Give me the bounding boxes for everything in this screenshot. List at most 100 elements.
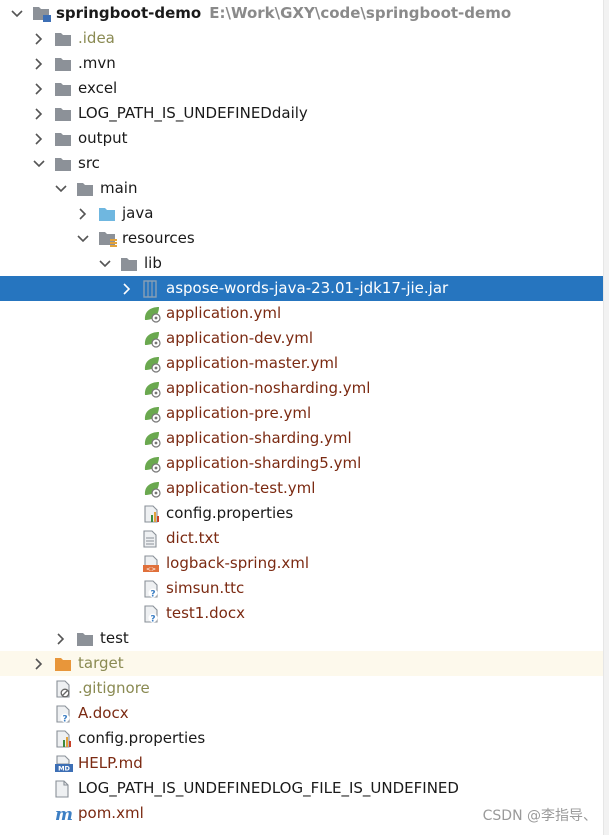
chevron-down-icon[interactable] — [76, 226, 90, 251]
chevron-right-icon[interactable] — [32, 51, 46, 76]
tree-item-label: application.yml — [166, 304, 282, 322]
tree-row-mvn[interactable]: .mvn — [0, 51, 603, 76]
tree-row-appshard5[interactable]: application-sharding5.yml — [0, 451, 603, 476]
tree-item-label: application-test.yml — [166, 479, 316, 497]
tree-row-logfile[interactable]: LOG_PATH_IS_UNDEFINEDLOG_FILE_IS_UNDEFIN… — [0, 776, 603, 801]
module-folder-icon — [32, 1, 52, 26]
tree-row-test1[interactable]: ?test1.docx — [0, 601, 603, 626]
chevron-right-icon[interactable] — [54, 626, 68, 651]
tree-item-label: config.properties — [166, 504, 294, 522]
spring-yml-icon — [142, 301, 162, 326]
tree-item-label: target — [78, 654, 124, 672]
chevron-down-icon[interactable] — [98, 251, 112, 276]
ignore-file-icon — [54, 676, 72, 701]
tree-row-appdev[interactable]: application-dev.yml — [0, 326, 603, 351]
spring-yml-icon — [142, 476, 162, 501]
unknown-file-icon: ? — [54, 701, 72, 726]
watermark: CSDN @李指导、 — [482, 808, 597, 824]
svg-text:?: ? — [150, 614, 155, 623]
tree-row-idea[interactable]: .idea — [0, 26, 603, 51]
tree-item-label: application-nosharding.yml — [166, 379, 371, 397]
tree-row-dict[interactable]: dict.txt — [0, 526, 603, 551]
tree-item-label: lib — [144, 254, 162, 272]
unknown-file-icon: ? — [142, 576, 160, 601]
tree-item-label: logback-spring.xml — [166, 554, 310, 572]
tree-item-label: src — [78, 154, 100, 172]
tree-row-gitignore[interactable]: .gitignore — [0, 676, 603, 701]
chevron-right-icon[interactable] — [76, 201, 90, 226]
tree-row-excel[interactable]: excel — [0, 76, 603, 101]
tree-item-label: .gitignore — [78, 679, 150, 697]
maven-icon: m — [54, 801, 76, 826]
chevron-right-icon[interactable] — [120, 276, 134, 301]
jar-icon — [142, 276, 158, 301]
tree-row-src[interactable]: src — [0, 151, 603, 176]
chevron-down-icon[interactable] — [10, 1, 24, 26]
tree-row-java[interactable]: java — [0, 201, 603, 226]
folder-icon — [54, 26, 72, 51]
tree-item-label: .mvn — [78, 54, 116, 72]
tree-row-app[interactable]: application.yml — [0, 301, 603, 326]
tree-row-apptest[interactable]: application-test.yml — [0, 476, 603, 501]
tree-row-lib[interactable]: lib — [0, 251, 603, 276]
tree-row-adocx[interactable]: ?A.docx — [0, 701, 603, 726]
chevron-down-icon[interactable] — [54, 176, 68, 201]
svg-text:?: ? — [62, 714, 67, 723]
spring-yml-icon — [142, 401, 162, 426]
tree-row-pom[interactable]: m pom.xml — [0, 801, 603, 826]
spring-yml-icon — [142, 326, 162, 351]
tree-item-label: output — [78, 129, 128, 147]
tree-row-simsun[interactable]: ? simsun.ttc — [0, 576, 603, 601]
chevron-right-icon[interactable] — [32, 76, 46, 101]
chevron-right-icon[interactable] — [32, 26, 46, 51]
tree-row-resources[interactable]: resources — [0, 226, 603, 251]
tree-item-label: HELP.md — [78, 754, 143, 772]
folder-icon — [54, 76, 72, 101]
tree-row-configres[interactable]: config.properties — [0, 501, 603, 526]
tree-item-label: application-master.yml — [166, 354, 339, 372]
tree-item-label: simsun.ttc — [166, 579, 245, 597]
tree-row-configroot[interactable]: config.properties — [0, 726, 603, 751]
folder-icon — [54, 101, 72, 126]
tree-row-test[interactable]: test — [0, 626, 603, 651]
tree-item-label: application-dev.yml — [166, 329, 314, 347]
scrollbar[interactable] — [603, 0, 609, 835]
spring-yml-icon — [142, 351, 162, 376]
svg-text:<>: <> — [146, 566, 156, 573]
excluded-folder-icon — [54, 651, 72, 676]
svg-text:?: ? — [150, 589, 155, 598]
tree-item-label: aspose-words-java-23.01-jdk17-jie.jar — [166, 279, 449, 297]
chevron-right-icon[interactable] — [32, 126, 46, 151]
tree-row-output[interactable]: output — [0, 126, 603, 151]
tree-row-target[interactable]: target — [0, 651, 603, 676]
tree-row-appnoshard[interactable]: application-nosharding.yml — [0, 376, 603, 401]
tree-item-label: excel — [78, 79, 118, 97]
tree-row-aspose[interactable]: aspose-words-java-23.01-jdk17-jie.jar — [0, 276, 603, 301]
generic-file-icon — [54, 776, 70, 801]
tree-item-label: application-pre.yml — [166, 404, 312, 422]
chevron-down-icon[interactable] — [32, 151, 46, 176]
tree-row-appshard[interactable]: application-sharding.yml — [0, 426, 603, 451]
tree-row-helpmd[interactable]: MD HELP.md — [0, 751, 603, 776]
svg-text:m: m — [55, 805, 73, 823]
tree-item-label: resources — [122, 229, 195, 247]
chevron-right-icon[interactable] — [32, 101, 46, 126]
tree-item-label: .idea — [78, 29, 115, 47]
svg-text:MD: MD — [58, 764, 70, 772]
chevron-right-icon[interactable] — [32, 651, 46, 676]
tree-item-label: test — [100, 629, 129, 647]
tree-row-appmaster[interactable]: application-master.yml — [0, 351, 603, 376]
tree-row-apppre[interactable]: application-pre.yml — [0, 401, 603, 426]
spring-yml-icon — [142, 426, 162, 451]
tree-row-main[interactable]: main — [0, 176, 603, 201]
tree-item-label: java — [122, 204, 154, 222]
tree-item-label: config.properties — [78, 729, 206, 747]
tree-item-label: pom.xml — [78, 804, 144, 822]
tree-row-logdaily[interactable]: LOG_PATH_IS_UNDEFINEDdaily — [0, 101, 603, 126]
unknown-file-icon: ? — [142, 601, 160, 626]
tree-item-label: application-sharding.yml — [166, 429, 352, 447]
tree-row-logback[interactable]: <> logback-spring.xml — [0, 551, 603, 576]
